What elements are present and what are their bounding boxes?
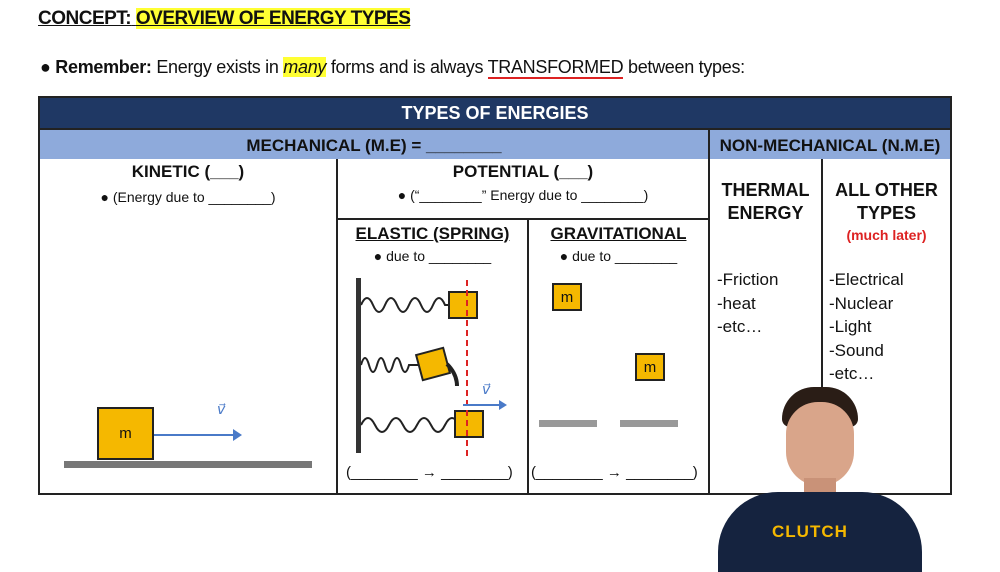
list-item: -etc…	[829, 364, 875, 383]
clutch-logo: CLUTCH	[772, 522, 848, 541]
list-item: -Sound	[829, 340, 884, 360]
velocity-arrow-icon	[154, 429, 242, 441]
list-item: -Light	[829, 317, 872, 336]
ledge	[539, 420, 597, 427]
list-item: -Friction	[717, 270, 779, 289]
mechanical-header: MECHANICAL (M.E) = ________	[40, 128, 708, 159]
other-title: ALL OTHER	[835, 180, 938, 200]
velocity-label: v⃗	[217, 401, 226, 417]
presenter-video: CLUTCH	[700, 382, 940, 572]
list-item: -Electrical	[829, 270, 904, 289]
non-mechanical-header: NON-MECHANICAL (N.M.E)	[708, 128, 950, 159]
kinetic-note: ● (Energy due to ________)	[100, 189, 276, 205]
thermal-list: -Friction -heat -etc…	[717, 268, 778, 339]
mass-block: m	[97, 407, 154, 460]
divider	[821, 159, 823, 495]
concept-title-highlight: OVERVIEW OF ENERGY TYPES	[135, 8, 411, 29]
divider	[336, 159, 338, 495]
much-later-note: (much later)	[846, 227, 927, 243]
mass-block-low: m	[635, 353, 665, 381]
ground	[64, 461, 312, 468]
potential-title: POTENTIAL (___)	[452, 162, 594, 181]
velocity-label: v⃗	[482, 381, 491, 397]
ledge	[620, 420, 678, 427]
presenter-face	[786, 402, 854, 486]
list-item: -Nuclear	[829, 293, 894, 313]
remember-line: ● Remember: Energy exists in many forms …	[40, 57, 745, 79]
list-item: -heat	[717, 293, 756, 313]
list-item: -etc…	[717, 317, 763, 336]
other-list: -Electrical -Nuclear -Light -Sound -etc…	[829, 268, 904, 386]
thermal-title: ENERGY	[727, 203, 804, 223]
divider	[336, 218, 710, 220]
elastic-transform-blank: (________ → ________)	[346, 464, 513, 481]
potential-note: ● (“________” Energy due to ________)	[397, 187, 649, 203]
gravitational-title: GRAVITATIONAL	[550, 224, 687, 243]
elastic-note: ● due to ________	[373, 248, 492, 264]
divider	[708, 159, 710, 495]
spring-diagram-icon	[361, 280, 507, 456]
energy-types-table: TYPES OF ENERGIES MECHANICAL (M.E) = ___…	[38, 96, 952, 495]
gravitational-transform-blank: (________ → ________)	[531, 464, 698, 481]
presenter-shirt	[718, 492, 922, 572]
elastic-title: ELASTIC (SPRING)	[355, 224, 510, 243]
thermal-title: THERMAL	[721, 180, 810, 200]
concept-title: CONCEPT: OVERVIEW OF ENERGY TYPES	[38, 8, 411, 29]
gravitational-note: ● due to ________	[559, 248, 678, 264]
other-title: TYPES	[856, 203, 917, 223]
mass-block-high: m	[552, 283, 582, 311]
table-title: TYPES OF ENERGIES	[40, 98, 950, 128]
divider	[527, 220, 529, 495]
kinetic-title: KINETIC (___)	[131, 162, 245, 181]
wall	[356, 278, 361, 453]
